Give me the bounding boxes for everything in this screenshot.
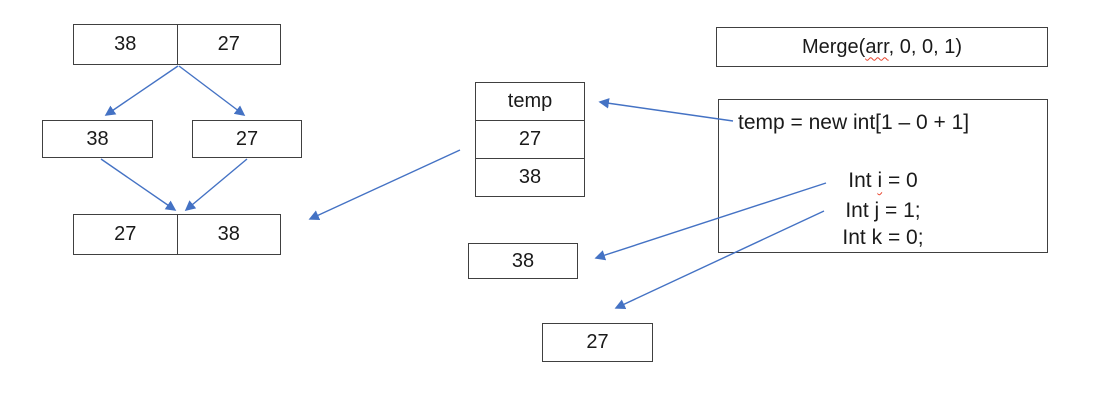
code-line-k: Int k = 0; — [842, 226, 924, 249]
arrow-merge-from-right — [184, 158, 248, 212]
arrow-temp-to-merged-box — [308, 149, 461, 221]
merge-call-box: Merge(arr, 0, 0, 1) — [716, 27, 1048, 67]
array-box-top: 38 27 — [73, 24, 281, 65]
arrow-split-left — [104, 65, 179, 116]
split-box-left: 38 — [42, 120, 153, 158]
array-cell: 38 — [217, 223, 240, 245]
arrow-split-right — [178, 65, 246, 116]
spellcheck-underline: arr — [865, 35, 889, 58]
array-cell: 38 — [74, 25, 178, 64]
array-box-merged: 27 38 — [73, 214, 281, 255]
spellcheck-underline: i — [877, 169, 883, 192]
temp-table-row: 27 — [476, 120, 584, 158]
code-line-j: Int j = 1; — [845, 199, 921, 222]
temp-table-row: 38 — [476, 158, 584, 196]
temp-table-header: temp — [507, 90, 553, 112]
split-box-right: 27 — [192, 120, 302, 158]
arrow-merge-from-left — [100, 158, 177, 211]
result-box-38: 38 — [468, 243, 578, 279]
arrow-code-to-temp-table — [598, 98, 734, 122]
array-cell: 27 — [217, 33, 240, 55]
array-cell: 27 — [74, 215, 178, 254]
merge-call-text: Merge(arr, 0, 0, 1) — [801, 35, 963, 58]
code-line-temp: temp = new int[1 – 0 + 1] — [738, 111, 970, 134]
temp-table: temp 27 38 — [475, 82, 585, 197]
result-box-27: 27 — [542, 323, 653, 362]
code-line-i: Int i = 0 — [848, 169, 918, 192]
code-box: temp = new int[1 – 0 + 1] Int i = 0 Int … — [718, 99, 1048, 253]
